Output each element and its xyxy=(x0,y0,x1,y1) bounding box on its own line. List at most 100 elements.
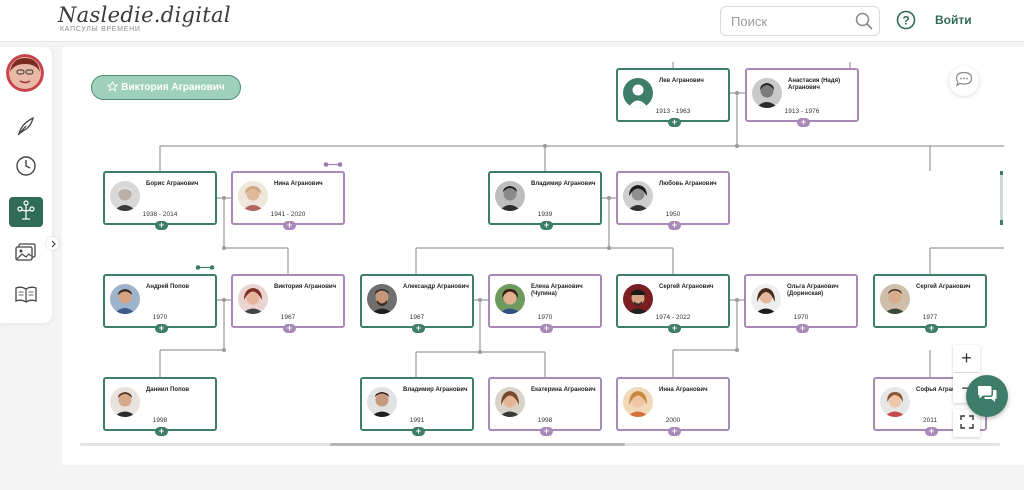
root-person-name: Виктория Агранович xyxy=(121,82,225,93)
person-photo xyxy=(623,387,653,417)
person-card-alexandr[interactable]: Александр Агранович 1967 + xyxy=(360,274,474,333)
spouse-link-handle[interactable] xyxy=(323,162,343,167)
person-card-lev[interactable]: Лев Агранович 1913 - 1963 + xyxy=(616,68,730,127)
add-relative-button[interactable]: + xyxy=(412,427,425,436)
person-card-nina[interactable]: Нина Агранович 1941 - 2020 + xyxy=(231,171,345,230)
add-relative-button[interactable]: + xyxy=(155,221,168,230)
add-relative-button[interactable]: + xyxy=(540,427,553,436)
scrollbar-thumb[interactable] xyxy=(330,443,625,446)
person-photo xyxy=(752,78,782,108)
person-card-ekaterina[interactable]: Екатерина Агранович 1998 + xyxy=(488,377,602,436)
site-logo[interactable]: Nasledie.digital КАПСУЛЫ ВРЕМЕНИ xyxy=(58,4,231,33)
person-card-lyubov[interactable]: Любовь Агранович 1950 + xyxy=(616,171,730,230)
person-photo xyxy=(110,284,140,314)
person-years: 1950 xyxy=(665,211,681,218)
person-photo xyxy=(495,181,525,211)
person-card-inna[interactable]: Инна Агранович 2000 + xyxy=(616,377,730,436)
add-relative-button[interactable]: + xyxy=(668,427,681,436)
person-card-olga[interactable]: Ольга Агранович (Доринская) 1970 + xyxy=(744,274,858,333)
person-card-vladimir-1991[interactable]: Владимир Агранович 1991 + xyxy=(360,377,474,436)
person-years: 1967 xyxy=(280,314,296,321)
speech-bubble-icon xyxy=(955,71,973,92)
person-photo xyxy=(238,284,268,314)
person-name: Екатерина Агранович xyxy=(531,387,596,393)
person-photo xyxy=(751,284,781,314)
login-button[interactable]: Войти xyxy=(935,13,972,27)
person-name: Сергей Агранович xyxy=(659,284,714,290)
sidebar-item-photos[interactable] xyxy=(9,239,43,269)
person-card-anastasia[interactable]: Анастасия (Надя) Агранович 1913 - 1976 + xyxy=(745,68,859,127)
clock-icon xyxy=(15,155,37,182)
family-tree-icon xyxy=(15,199,37,226)
horizontal-scrollbar[interactable] xyxy=(80,443,1000,446)
search-box xyxy=(720,6,880,36)
sidebar-item-books[interactable] xyxy=(9,281,43,311)
search-input[interactable] xyxy=(729,13,853,30)
comments-button[interactable] xyxy=(949,66,979,96)
add-relative-button[interactable]: + xyxy=(283,324,296,333)
add-relative-button[interactable]: + xyxy=(925,324,938,333)
add-relative-button[interactable]: + xyxy=(412,324,425,333)
person-years: 1977 xyxy=(922,314,938,321)
person-card-sergey-1974[interactable]: Сергей Агранович 1974 - 2022 + xyxy=(616,274,730,333)
add-relative-button[interactable]: + xyxy=(797,118,810,127)
person-years: 1974 - 2022 xyxy=(655,314,691,321)
sidebar-item-stories[interactable] xyxy=(9,113,43,143)
quill-icon xyxy=(15,115,37,142)
person-photo xyxy=(495,284,525,314)
search-icon[interactable] xyxy=(855,12,873,35)
sidebar-expand-button[interactable] xyxy=(46,237,59,250)
person-photo xyxy=(880,284,910,314)
support-chat-button[interactable] xyxy=(966,375,1008,417)
person-card-elena[interactable]: Елена Агранович (Чупина) 1970 + xyxy=(488,274,602,333)
person-card-vladimir-1939[interactable]: Владимир Агранович 1939 + xyxy=(488,171,602,230)
person-name: Владимир Агранович xyxy=(531,181,596,187)
person-years: 2011 xyxy=(923,417,937,424)
add-relative-button[interactable]: + xyxy=(925,427,938,436)
root-person-pill[interactable]: Виктория Агранович xyxy=(91,75,241,100)
person-years: 1998 xyxy=(537,417,553,424)
person-name: Владимир Агранович xyxy=(403,387,468,393)
person-photo xyxy=(110,387,140,417)
person-name: Андрей Попов xyxy=(146,284,190,290)
logo-subtitle: КАПСУЛЫ ВРЕМЕНИ xyxy=(60,26,141,33)
user-avatar[interactable] xyxy=(6,54,44,92)
spouse-link-handle[interactable] xyxy=(195,265,215,270)
sidebar-item-timeline[interactable] xyxy=(9,153,43,183)
person-name: Анастасия (Надя) Агранович xyxy=(788,78,841,91)
person-years: 1970 xyxy=(537,314,553,321)
person-years: 1913 - 1963 xyxy=(655,108,691,115)
person-photo xyxy=(367,387,397,417)
help-icon[interactable]: ? xyxy=(896,10,916,35)
zoom-in-button[interactable]: + xyxy=(953,345,980,372)
person-card-viktoria[interactable]: Виктория Агранович 1967 + xyxy=(231,274,345,333)
person-photo xyxy=(623,78,653,108)
person-name: Софья Агранович xyxy=(916,387,971,393)
person-years: 1970 xyxy=(793,314,809,321)
person-years: 1991 xyxy=(409,417,425,424)
add-relative-button[interactable]: + xyxy=(155,324,168,333)
person-card-andrey[interactable]: Андрей Попов 1970 + xyxy=(103,274,217,333)
sidebar-item-family-tree[interactable] xyxy=(9,197,43,227)
person-years: 1967 xyxy=(409,314,425,321)
svg-text:?: ? xyxy=(902,13,909,27)
add-relative-button[interactable]: + xyxy=(668,221,681,230)
add-relative-button[interactable]: + xyxy=(668,324,681,333)
add-relative-button[interactable]: + xyxy=(155,427,168,436)
person-photo xyxy=(110,181,140,211)
add-relative-button[interactable]: + xyxy=(540,324,553,333)
person-years: 1913 - 1976 xyxy=(784,108,820,115)
add-relative-button[interactable]: + xyxy=(540,221,553,230)
add-relative-button[interactable]: + xyxy=(283,221,296,230)
chevron-right-icon xyxy=(49,235,57,253)
book-icon xyxy=(14,284,38,309)
add-relative-button[interactable]: + xyxy=(796,324,809,333)
person-photo xyxy=(367,284,397,314)
person-card-boris[interactable]: Борис Агранович 1938 - 2014 + xyxy=(103,171,217,230)
person-photo xyxy=(623,181,653,211)
add-relative-button[interactable]: + xyxy=(668,118,681,127)
person-card-daniil[interactable]: Даниил Попов 1998 + xyxy=(103,377,217,436)
person-card-sergey-1977[interactable]: Сергей Агранович 1977 + xyxy=(873,274,987,333)
vertical-scrollbar[interactable] xyxy=(1000,175,1003,220)
